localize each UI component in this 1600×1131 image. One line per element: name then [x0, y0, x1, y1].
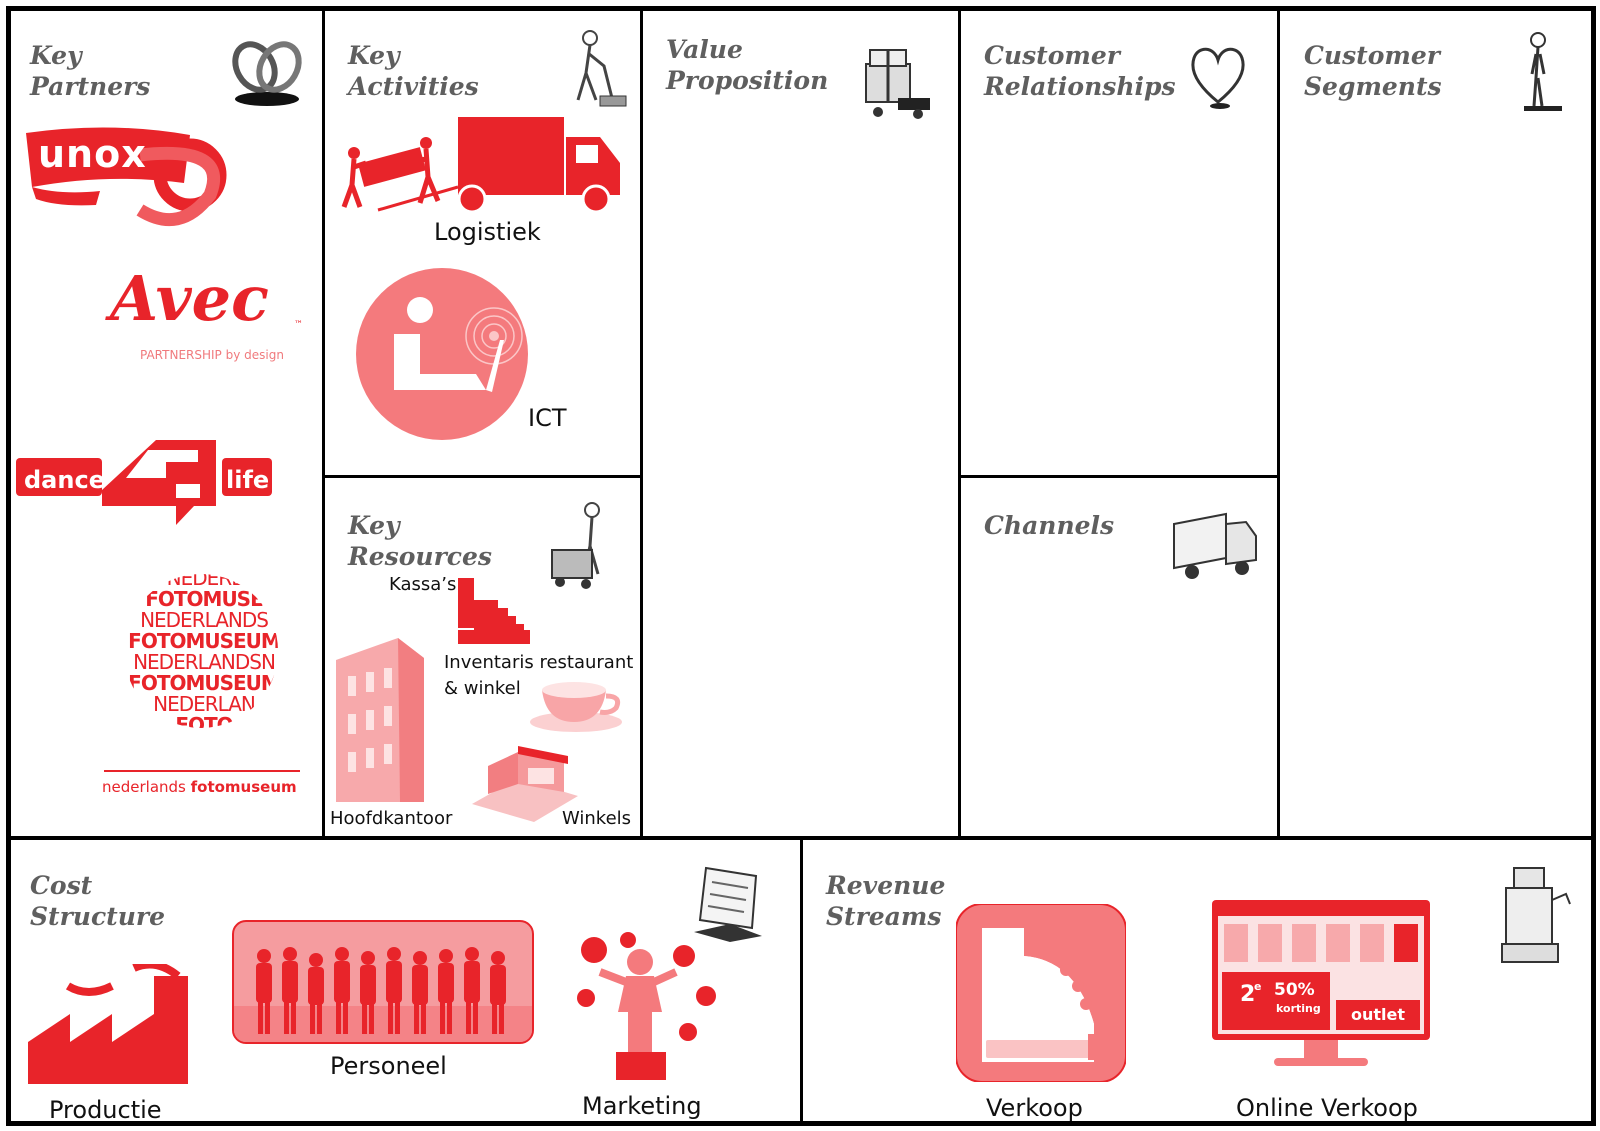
fotomuseum-line: NEDERLAN: [153, 692, 256, 716]
channels-title: Channels: [984, 511, 1115, 540]
dance4life-dance: dance: [24, 466, 105, 494]
gift-cart-icon: [865, 49, 930, 119]
fotomuseum-wordmark: nederlands fotomuseum: [102, 778, 297, 796]
promo-second: 2: [1240, 982, 1256, 1007]
divider-v1: [322, 6, 325, 838]
monitor-screen: 2 e 50% korting outlet: [1212, 900, 1430, 1040]
online-shop-monitor: 2 e 50% korting outlet: [1212, 900, 1430, 1080]
webshop-page: 2 e 50% korting outlet: [1218, 906, 1424, 1034]
fotomuseum-line: FOTOMUSE: [145, 587, 264, 611]
avec-trademark: ™: [294, 320, 303, 330]
worker-sweeping-icon: [576, 30, 627, 107]
key-resources-title: Key Resources: [348, 511, 492, 571]
person-standing-icon: [1524, 32, 1562, 111]
production-label: Productie: [49, 1096, 162, 1124]
fotomuseum-line: NEDERLANDSN: [133, 650, 276, 674]
border-right: [1591, 6, 1596, 1126]
divider-h-relationships: [958, 475, 1279, 478]
divider-v2: [640, 6, 643, 838]
factory-icon: [28, 964, 188, 1084]
headquarters-building-icon: [336, 638, 424, 802]
fotomuseum-wordmark-a: nederlands: [102, 778, 191, 796]
fotomuseum-rule: [104, 770, 300, 772]
stores-label: Winkels: [562, 808, 632, 829]
fotomuseum-wordmark-b: fotomuseum: [190, 778, 297, 796]
heart-icon: [1191, 47, 1245, 109]
cash-register-machine-icon: [1501, 867, 1571, 963]
revenue-streams-title: Revenue Streams: [826, 871, 946, 931]
product-tile: [1258, 924, 1282, 962]
dance4life-logo: [16, 440, 272, 525]
ict-label: ICT: [528, 404, 567, 432]
promo-second-sup: e: [1254, 980, 1262, 993]
marketing-label: Marketing: [582, 1092, 702, 1120]
online-sales-label: Online Verkoop: [1236, 1094, 1418, 1122]
product-tile: [1394, 924, 1418, 962]
fotomuseum-line: NEDERLANDS: [140, 608, 269, 632]
inventory-label-line1: Inventaris restaurant: [444, 652, 634, 673]
fotomuseum-line: FOTOMUSEUM: [128, 629, 278, 653]
border-left: [6, 6, 11, 1126]
coffee-cup-icon: [530, 682, 622, 732]
cost-structure-title: Cost Structure: [30, 871, 165, 931]
unox-wordmark: unox: [38, 132, 147, 176]
cash-register-icon: [458, 578, 530, 644]
webshop-product-row: [1224, 924, 1418, 966]
fotomuseum-line: NEDERL: [166, 574, 243, 590]
key-partners-title: Key Partners: [30, 41, 151, 101]
border-top: [6, 6, 1596, 11]
promo-discount: 50%: [1274, 980, 1315, 1000]
paper-document-icon: [694, 866, 762, 942]
staff-people-icon: [234, 947, 532, 1042]
avec-tagline: PARTNERSHIP by design: [140, 348, 284, 362]
delivery-truck-icon: [1173, 512, 1257, 579]
sales-label: Verkoop: [986, 1094, 1083, 1122]
staff-silhouettes-panel: [232, 920, 534, 1044]
store-building-icon: [472, 746, 578, 822]
promo-banner: 2 e 50% korting: [1222, 972, 1330, 1030]
product-tile: [1224, 924, 1248, 962]
avec-wordmark: Avec: [110, 262, 269, 335]
customer-relationships-title: Customer Relationships: [984, 41, 1176, 101]
webshop-header-bar: [1218, 906, 1424, 916]
divider-v4: [1277, 6, 1280, 838]
chain-link-icon: [232, 41, 302, 106]
product-tile: [1360, 924, 1384, 962]
marketing-figure-icon: [577, 932, 716, 1080]
logistics-label: Logistiek: [434, 218, 541, 246]
dance4life-life: life: [226, 466, 270, 494]
monitor-neck: [1304, 1040, 1338, 1058]
product-tile: [1326, 924, 1350, 962]
fotomuseum-line: FOTOMUSEUM: [128, 671, 278, 695]
outlet-label: outlet: [1350, 1005, 1405, 1024]
inventory-label-line2: & winkel: [444, 678, 521, 699]
ict-computer-user-icon: [356, 268, 528, 440]
logistics-truck-icon: [341, 117, 620, 214]
divider-v3: [958, 6, 961, 838]
headquarters-label: Hoofdkantoor: [330, 808, 453, 829]
divider-h-activities: [322, 475, 643, 478]
divider-v-bottom: [800, 836, 803, 1126]
unox-logo: [26, 127, 227, 227]
outlet-banner: outlet: [1336, 1000, 1420, 1030]
fotomuseum-line: FOTO: [175, 713, 233, 729]
value-proposition-title: Value Proposition: [666, 35, 829, 95]
key-activities-title: Key Activities: [348, 41, 479, 101]
customer-segments-title: Customer Segments: [1304, 41, 1442, 101]
promo-discount-word: korting: [1276, 1002, 1321, 1015]
staff-label: Personeel: [330, 1052, 447, 1080]
worker-with-cart-icon: [551, 502, 600, 589]
product-tile: [1292, 924, 1316, 962]
registers-label: Kassa’s: [389, 574, 457, 595]
monitor-base: [1274, 1058, 1368, 1066]
sales-register-app-icon: [956, 904, 1126, 1082]
